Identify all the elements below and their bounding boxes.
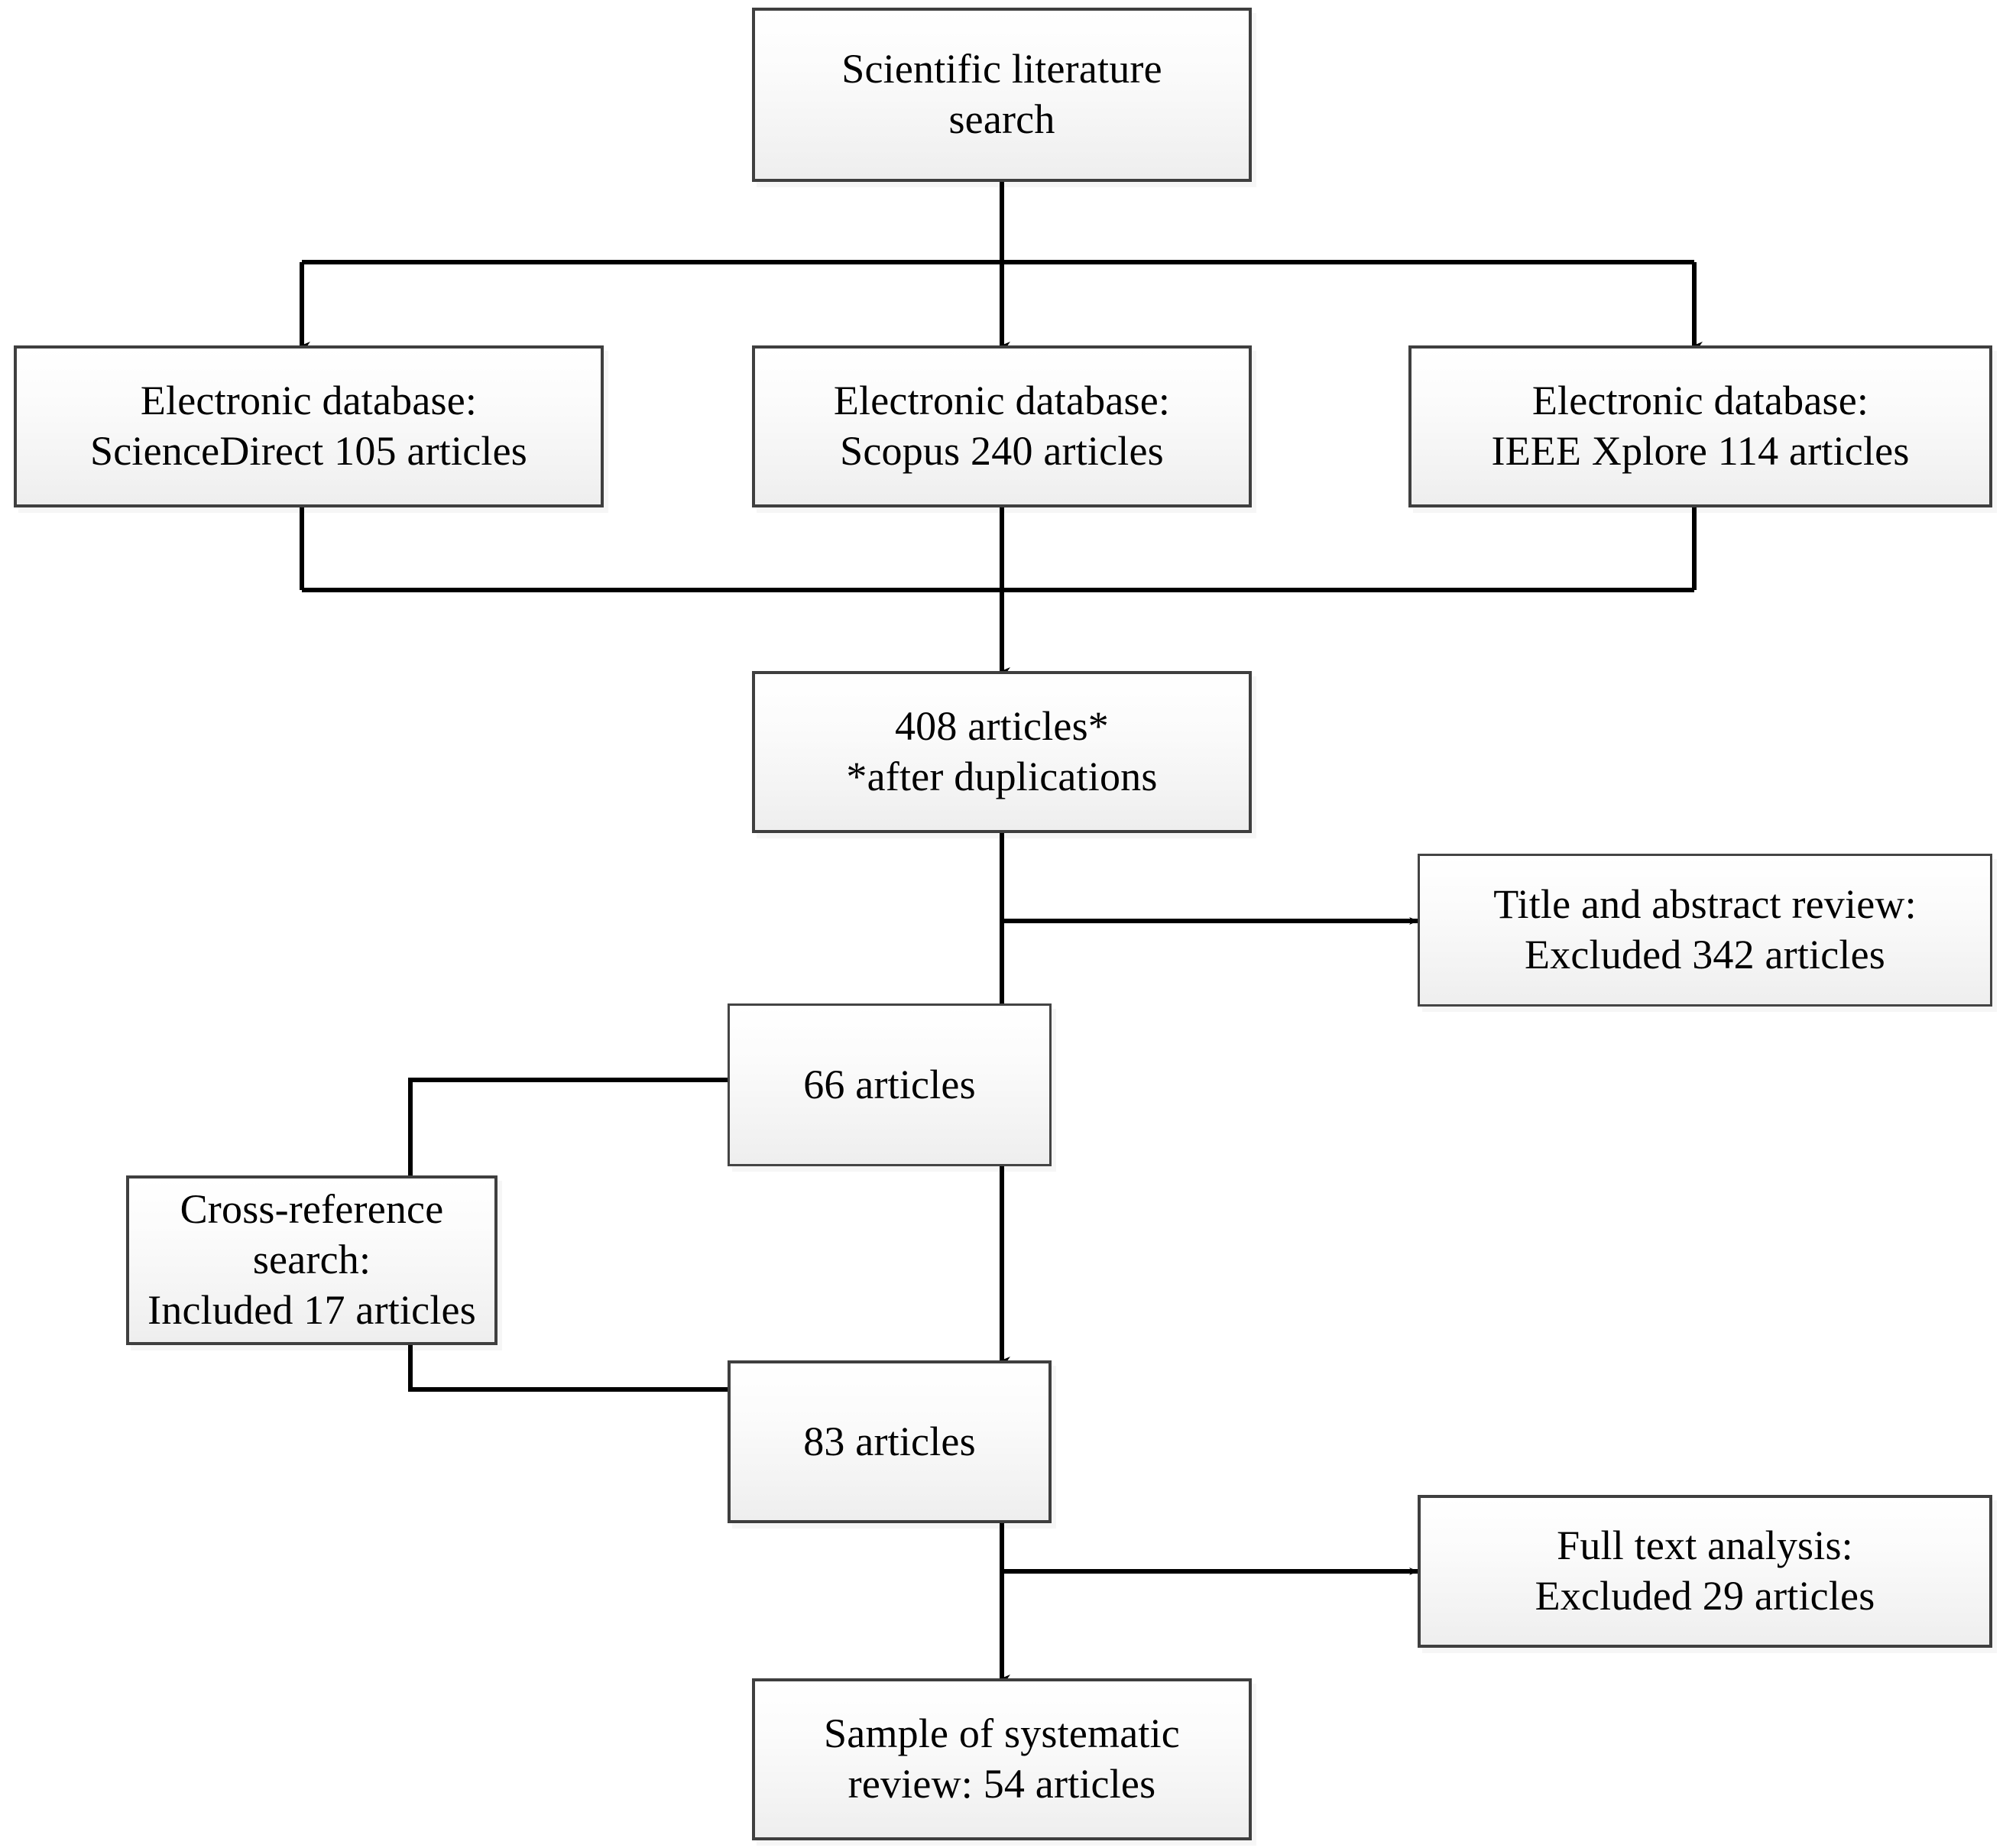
node-label: Electronic database: Scopus 240 articles [833, 378, 1171, 474]
node-label: Title and abstract review: Excluded 342 … [1493, 881, 1917, 977]
node-scientific-literature-search[interactable]: Scientific literature search [752, 8, 1252, 182]
node-label: Electronic database: IEEE Xplore 114 art… [1491, 378, 1910, 474]
node-full-text-analysis[interactable]: Full text analysis: Excluded 29 articles [1418, 1495, 1992, 1648]
node-articles-83[interactable]: 83 articles [728, 1360, 1052, 1523]
node-articles-66[interactable]: 66 articles [728, 1003, 1052, 1166]
node-articles-408[interactable]: 408 articles* *after duplications [752, 671, 1252, 833]
node-title-abstract-review[interactable]: Title and abstract review: Excluded 342 … [1418, 854, 1992, 1007]
node-label: Full text analysis: Excluded 29 articles [1535, 1522, 1875, 1619]
node-db-sciencedirect[interactable]: Electronic database: ScienceDirect 105 a… [14, 345, 604, 507]
node-label: Scientific literature search [841, 46, 1162, 142]
node-label: 83 articles [803, 1418, 976, 1464]
node-label: 66 articles [803, 1061, 976, 1107]
node-db-scopus[interactable]: Electronic database: Scopus 240 articles [752, 345, 1252, 507]
node-label: Sample of systematic review: 54 articles [824, 1710, 1180, 1807]
node-label: Electronic database: ScienceDirect 105 a… [90, 378, 527, 474]
node-sample-systematic-review[interactable]: Sample of systematic review: 54 articles [752, 1678, 1252, 1840]
node-db-ieee-xplore[interactable]: Electronic database: IEEE Xplore 114 art… [1408, 345, 1992, 507]
node-label: 408 articles* *after duplications [846, 703, 1158, 799]
node-cross-reference-search[interactable]: Cross-reference search: Included 17 arti… [126, 1175, 498, 1345]
node-label: Cross-reference search: Included 17 arti… [147, 1186, 476, 1333]
